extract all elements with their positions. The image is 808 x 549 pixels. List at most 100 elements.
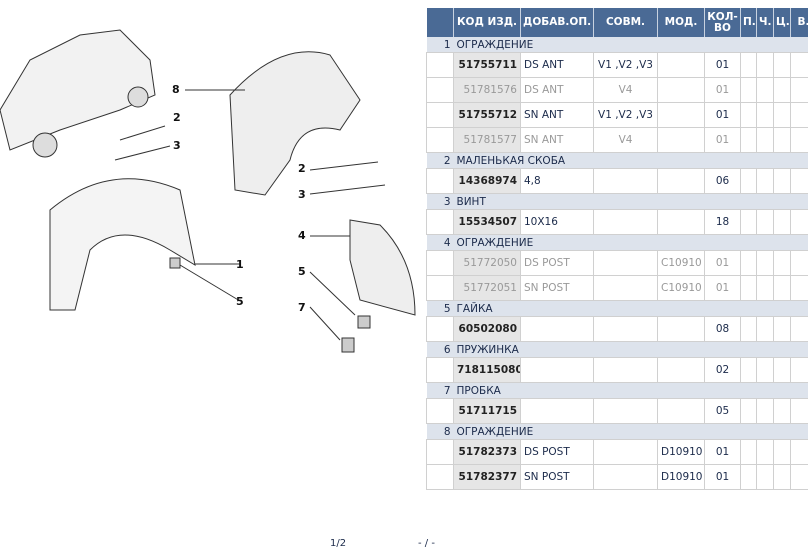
table-cell [791,78,808,103]
table-cell [774,251,791,276]
table-cell: 51782377 [454,465,521,490]
table-cell [791,276,808,301]
table-cell: 51755712 [454,103,521,128]
table-cell [791,440,808,465]
table-cell [658,78,705,103]
table-cell [757,128,774,153]
table-cell: 5 [427,301,454,317]
table-cell [741,358,757,383]
table-cell [774,465,791,490]
table-cell: 01 [705,53,741,78]
table-cell [658,210,705,235]
table-cell [774,210,791,235]
table-cell [757,103,774,128]
table-cell: 05 [705,399,741,424]
table-cell [791,210,808,235]
table-cell [774,440,791,465]
table-cell: 01 [705,251,741,276]
page-indicator[interactable]: 1/2 [330,538,346,549]
table-cell: 18 [705,210,741,235]
table-cell [594,358,658,383]
table-cell: 51755711 [454,53,521,78]
table-cell: МАЛЕНЬКАЯ СКОБА [454,153,808,169]
table-cell [774,128,791,153]
front-liner-illustration [50,179,195,310]
callout-3b: 3 [298,188,306,201]
column-header: Ч. [757,8,774,37]
table-cell [658,103,705,128]
table-cell [791,128,808,153]
table-cell [594,440,658,465]
callout-4: 4 [298,229,306,242]
table-cell [521,317,594,342]
table-cell: 10X16 [521,210,594,235]
column-header: КОД ИЗД. [454,8,521,37]
table-cell: 51782373 [454,440,521,465]
rear-liner-illustration [230,52,360,195]
table-cell [427,399,454,424]
table-cell [757,465,774,490]
table-cell [791,399,808,424]
table-cell: DS POST [521,251,594,276]
table-cell: SN ANT [521,103,594,128]
table-cell [427,169,454,194]
table-cell [791,358,808,383]
table-cell: D10910 [658,440,705,465]
table-cell [594,251,658,276]
table-cell [658,399,705,424]
table-cell [791,169,808,194]
table-cell [741,317,757,342]
table-cell: 6 [427,342,454,358]
table-cell [658,169,705,194]
table-cell [757,210,774,235]
table-cell [427,440,454,465]
column-header: В. [791,8,808,37]
table-cell: 4,8 [521,169,594,194]
table-cell [774,53,791,78]
table-cell: 51781576 [454,78,521,103]
page-nav[interactable]: - / - [418,538,435,549]
table-cell [774,103,791,128]
table-cell: SN ANT [521,128,594,153]
table-cell [757,358,774,383]
callout-8: 8 [172,83,180,96]
table-cell [741,276,757,301]
table-cell: DS POST [521,440,594,465]
table-cell: ПРУЖИНКА [454,342,808,358]
table-cell: 08 [705,317,741,342]
column-header [427,8,454,37]
table-cell: 51781577 [454,128,521,153]
table-cell [658,53,705,78]
table-cell [741,78,757,103]
table-cell [741,465,757,490]
column-header: П. [741,8,757,37]
table-cell [658,128,705,153]
table-cell [521,358,594,383]
callout-2b: 2 [298,162,306,175]
table-cell: ПРОБКА [454,383,808,399]
table-cell [427,103,454,128]
table-cell: 3 [427,194,454,210]
parts-table: КОД ИЗД.ДОБАВ.ОП.СОВМ.МОД.КОЛ-ВОП.Ч.Ц.В.… [426,8,808,490]
table-cell: ОГРАЖДЕНИЕ [454,37,808,53]
table-cell [791,53,808,78]
callout-5: 5 [236,295,244,308]
table-cell [594,276,658,301]
